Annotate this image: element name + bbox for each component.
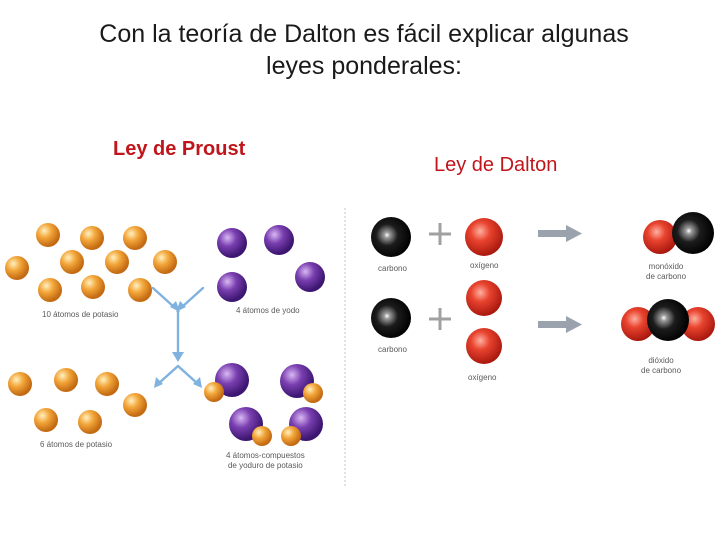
iodine-atom [217, 272, 247, 302]
caption-carbon-2: carbono [378, 345, 407, 354]
caption-co: monóxido de carbono [646, 262, 686, 282]
caption-ki-compounds: 4 átomos-compuestos de yoduro de potasio [226, 451, 305, 471]
oxygen-atom [643, 220, 677, 254]
oxygen-atom [465, 218, 503, 256]
oxygen-atom [466, 328, 502, 364]
iodine-atom [215, 363, 249, 397]
co2-molecule [621, 299, 715, 341]
iodine-atom [264, 225, 294, 255]
arrowhead-right-out [193, 377, 202, 388]
ki-compound [280, 364, 323, 403]
potassium-group-10 [5, 223, 177, 302]
co-molecule [643, 212, 714, 254]
arrow-left-out [156, 364, 180, 386]
potassium-atom [38, 278, 62, 302]
reaction-arrow-gray [538, 225, 582, 242]
iodine-group-4 [217, 225, 325, 302]
caption-iodine-4: 4 átomos de yodo [236, 306, 300, 315]
potassium-atom [123, 226, 147, 250]
carbon-atom [371, 217, 411, 257]
carbon-atom [647, 299, 689, 341]
potassium-atom [105, 250, 129, 274]
potassium-atom [153, 250, 177, 274]
potassium-atom [60, 250, 84, 274]
potassium-atom [34, 408, 58, 432]
iodine-atom [217, 228, 247, 258]
potassium-atom [80, 226, 104, 250]
ki-compound [281, 407, 323, 446]
title-line-2: leyes ponderales: [266, 52, 462, 80]
potassium-atom [95, 372, 119, 396]
potassium-atom [36, 223, 60, 247]
ki-compound [204, 363, 249, 402]
potassium-atom [128, 278, 152, 302]
caption-co-line-2: de carbono [646, 272, 687, 281]
potassium-atom [5, 256, 29, 280]
carbon-atom [672, 212, 714, 254]
oxygen-atom [621, 307, 655, 341]
slide-title: Con la teoría de Dalton es fácil explica… [0, 18, 728, 82]
proust-heading: Ley de Proust [113, 138, 246, 160]
reaction-arrows-blue [151, 286, 205, 386]
oxygen-atom [466, 280, 502, 316]
potassium-atom [204, 382, 224, 402]
caption-co2: dióxido de carbono [641, 356, 681, 376]
arrow-right-out [176, 364, 200, 386]
plus-sign [429, 308, 451, 330]
caption-potassium-10: 10 átomos de potasio [42, 310, 119, 319]
caption-co2-line-2: de carbono [641, 366, 682, 375]
iodine-atom [295, 262, 325, 292]
dalton-heading: Ley de Dalton [434, 154, 558, 176]
caption-carbon-1: carbono [378, 264, 407, 273]
carbon-atom [371, 298, 411, 338]
arrowhead-right-in [176, 301, 186, 312]
ki-compound [229, 407, 272, 446]
potassium-atom [303, 383, 323, 403]
arrowhead-stem [172, 352, 184, 362]
potassium-atom [252, 426, 272, 446]
potassium-atom [78, 410, 102, 434]
potassium-atom [8, 372, 32, 396]
caption-potassium-6: 6 átomos de potasio [40, 440, 113, 449]
reaction-arrow-gray [538, 316, 582, 333]
caption-oxygen-1: oxígeno [470, 261, 499, 270]
caption-co2-line-1: dióxido [648, 356, 674, 365]
arrowhead-left-out [154, 377, 163, 388]
arrow-left-in [151, 286, 176, 309]
oxygen-atom [681, 307, 715, 341]
caption-co-line-1: monóxido [648, 262, 684, 271]
potassium-atom [281, 426, 301, 446]
potassium-atom [81, 275, 105, 299]
caption-oxygen-2: oxígeno [468, 373, 497, 382]
title-line-1: Con la teoría de Dalton es fácil explica… [99, 20, 629, 48]
compound-group-ki [204, 363, 323, 446]
arrowheads-blue [154, 301, 202, 388]
caption-ki-line-1: 4 átomos-compuestos [226, 451, 305, 460]
potassium-atom [123, 393, 147, 417]
arrow-right-in [180, 286, 205, 309]
plus-sign [429, 223, 451, 245]
caption-ki-line-2: de yoduro de potasio [227, 461, 303, 470]
potassium-group-6 [8, 368, 147, 434]
potassium-atom [54, 368, 78, 392]
